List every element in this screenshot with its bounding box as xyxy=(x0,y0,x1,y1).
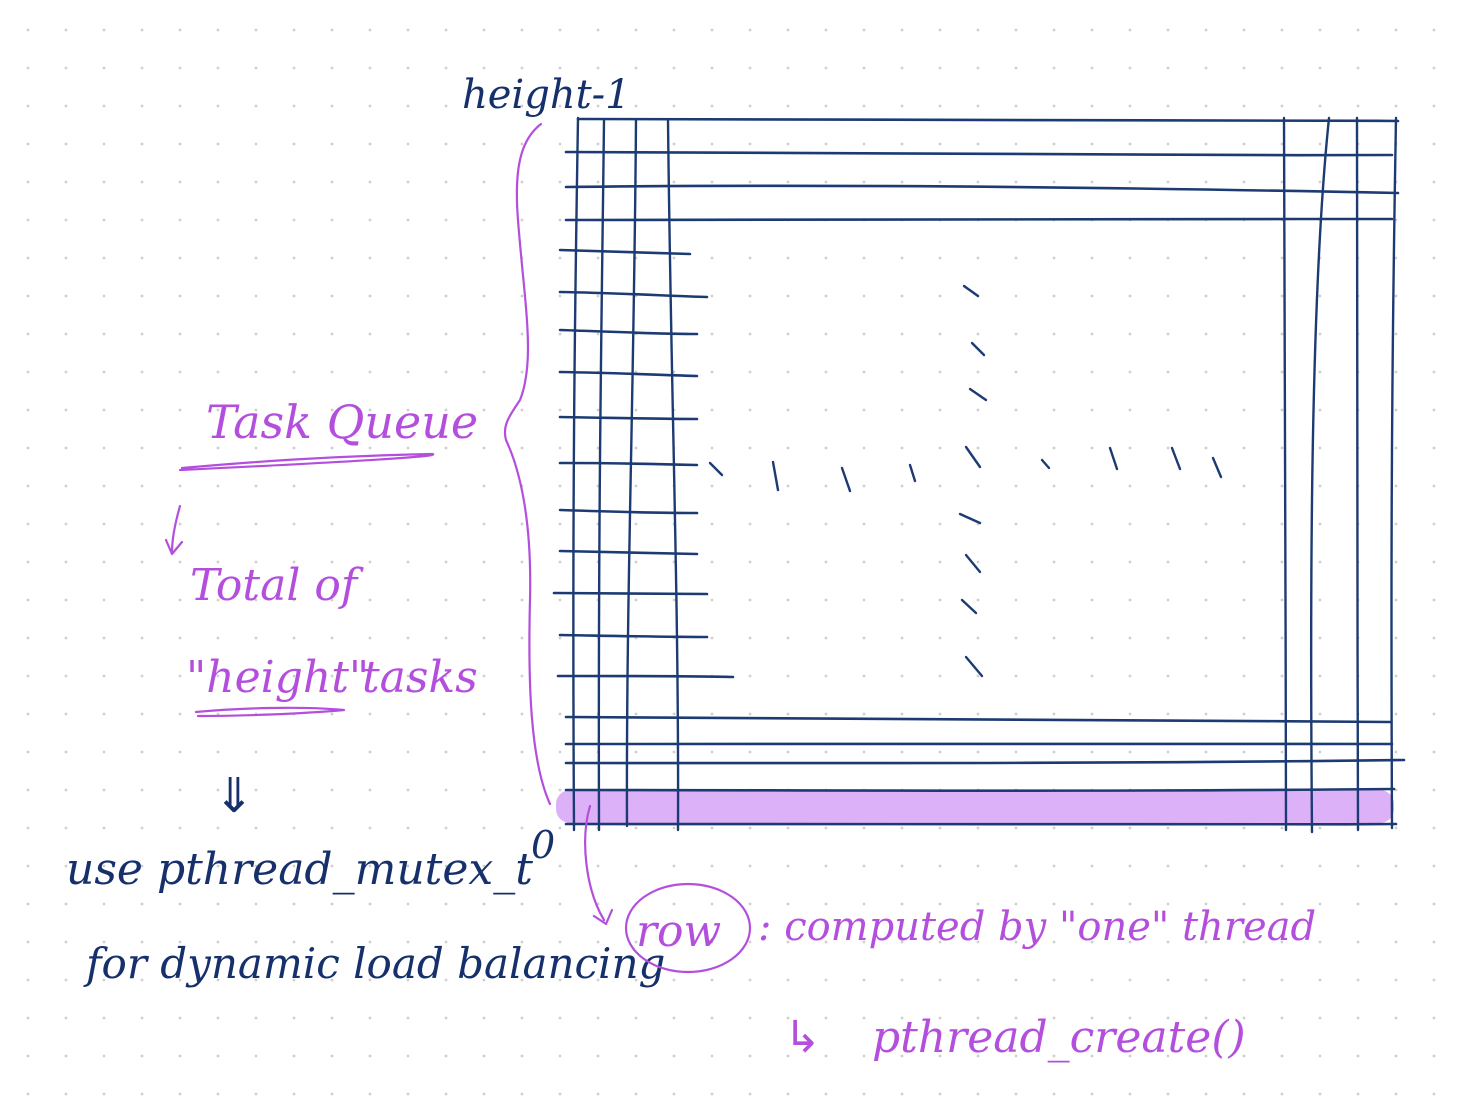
zero-label: 0 xyxy=(531,823,555,867)
row-computed-text: : computed by "one" thread xyxy=(758,904,1316,950)
grid-bottom-rows xyxy=(564,715,1406,826)
task-queue-arrow xyxy=(164,504,184,556)
task-queue-underline xyxy=(178,452,435,472)
row-pointer-arrow xyxy=(584,804,614,926)
height-quoted-text: "height" xyxy=(186,652,369,703)
row-highlight xyxy=(556,790,1394,823)
mutex-note-line2: for dynamic load balancing xyxy=(83,939,665,988)
pthread-create-text: pthread_create() xyxy=(872,1012,1246,1063)
tasks-text: tasks xyxy=(362,652,478,703)
grid-left-columns xyxy=(572,116,680,832)
grid-right-columns xyxy=(1282,116,1398,834)
height-minus-one-label: height-1 xyxy=(462,72,631,118)
row-circle xyxy=(624,882,752,974)
total-of-text: Total of xyxy=(190,560,364,611)
continuation-marks xyxy=(708,284,1223,678)
return-arrow-icon: ↳ xyxy=(784,1012,821,1063)
task-queue-title: Task Queue xyxy=(206,395,478,449)
row-circled-text: row xyxy=(636,906,721,957)
double-down-arrow-icon: ⇓ xyxy=(214,768,254,824)
grid-left-row-stubs xyxy=(552,248,735,679)
height-underline xyxy=(194,706,346,718)
grid-top-rows xyxy=(564,117,1400,222)
mutex-note-line1: use pthread_mutex_t xyxy=(66,844,533,895)
height-brace xyxy=(503,122,552,806)
